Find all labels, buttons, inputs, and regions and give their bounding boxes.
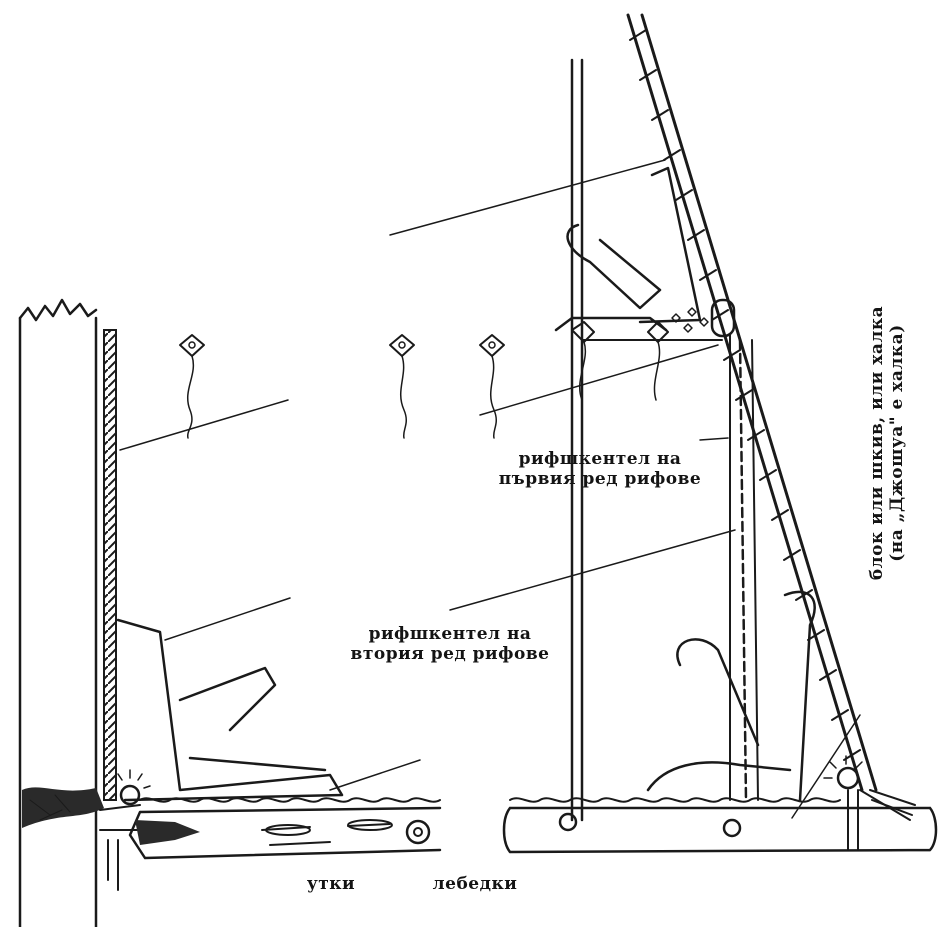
luff-rope-left [103, 329, 117, 801]
label-winches: лебедки [432, 874, 518, 894]
sail-folds-right-lower [646, 590, 816, 802]
sail-folds-left [116, 618, 344, 802]
left-drawing [18, 298, 505, 927]
sail-lines-left [119, 399, 421, 791]
mast-right [570, 58, 723, 822]
label-reef-pennant-first-row: рифшкентел на първия ред рифове [470, 449, 730, 489]
sail-lines-right [389, 159, 861, 819]
boom-right [502, 755, 938, 854]
gooseneck [99, 769, 151, 891]
label-cleats: утки [306, 874, 356, 894]
mast [18, 298, 104, 927]
label-block-line2: (на „Джошуа" е халка) [886, 324, 907, 562]
reef-points-left [179, 334, 505, 439]
leech-rope [626, 13, 878, 792]
label-reef-pennant-second-line1: рифшкентел на [368, 624, 532, 644]
label-reef-pennant-first-line2: първия ред рифове [498, 468, 702, 489]
label-reef-pennant-second-line2: втория ред рифове [350, 643, 550, 664]
sail-folds-right-upper [554, 166, 702, 401]
label-reef-pennant-second-row: рифшкентел на втория ред рифове [320, 624, 580, 664]
label-block-or-sheave: блок или шкив, или халка (на „Джошуа" е … [867, 208, 944, 678]
right-drawing [389, 13, 938, 854]
label-block-line1: блок или шкив, или халка [867, 305, 887, 581]
boom-left [128, 797, 442, 860]
label-reef-pennant-first-line1: рифшкентел на [518, 449, 682, 469]
reef-cringle [671, 298, 736, 338]
reef-pennants [729, 334, 759, 802]
